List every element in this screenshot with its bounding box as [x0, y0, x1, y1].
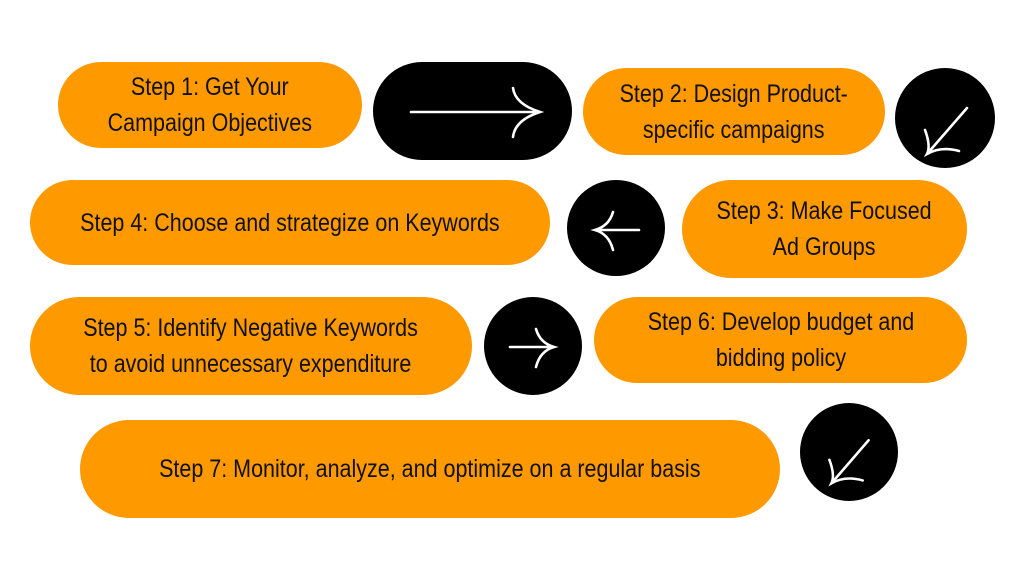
arrow-down-left-icon	[828, 438, 870, 487]
step-7-label: Step 7: Monitor, analyze, and optimize o…	[159, 455, 701, 483]
step-1: Step 1: Get Your Campaign Objectives	[58, 62, 362, 148]
connector-5-6	[484, 297, 582, 395]
step-7: Step 7: Monitor, analyze, and optimize o…	[80, 420, 780, 518]
arrow-left-icon	[590, 210, 641, 252]
step-3: Step 3: Make Focused Ad Groups	[682, 180, 967, 278]
connector-1-2	[373, 62, 572, 160]
step-6: Step 6: Develop budget and bidding polic…	[594, 297, 967, 383]
step-4: Step 4: Choose and strategize on Keyword…	[30, 180, 550, 265]
step-5-label: Step 5: Identify Negative Keywords to av…	[83, 314, 419, 378]
step-1-label: Step 1: Get Your Campaign Objectives	[107, 73, 313, 137]
connector-3-4	[567, 180, 665, 276]
connector-6-7	[800, 403, 898, 501]
step-5: Step 5: Identify Negative Keywords to av…	[30, 297, 472, 395]
step-4-label: Step 4: Choose and strategize on Keyword…	[80, 208, 500, 237]
connector-2-3	[895, 68, 995, 168]
arrow-right-icon	[409, 86, 545, 139]
step-2-label: Step 2: Design Product- specific campaig…	[619, 79, 849, 144]
step-3-label: Step 3: Make Focused Ad Groups	[716, 197, 933, 261]
arrow-right-icon	[508, 327, 559, 369]
step-6-label: Step 6: Develop budget and bidding polic…	[647, 308, 914, 372]
step-2: Step 2: Design Product- specific campaig…	[583, 68, 885, 155]
arrow-down-left-icon	[923, 106, 969, 158]
